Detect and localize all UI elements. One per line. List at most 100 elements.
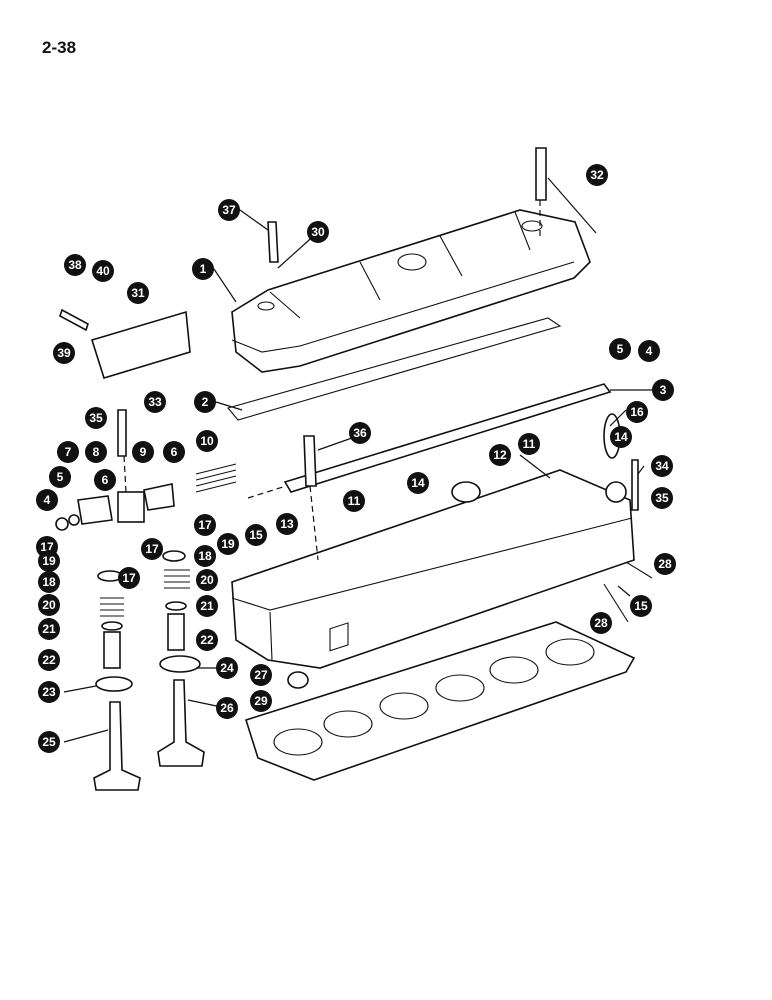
callout-2: 2	[194, 391, 216, 413]
callout-15: 15	[245, 524, 267, 546]
svg-text:17: 17	[122, 571, 136, 585]
svg-text:6: 6	[102, 473, 109, 487]
callout-19: 19	[217, 533, 239, 555]
dashed-lines	[123, 200, 541, 561]
callout-13: 13	[276, 513, 298, 535]
svg-text:16: 16	[630, 405, 644, 419]
head-gasket	[244, 621, 636, 781]
svg-text:5: 5	[57, 470, 64, 484]
callout-28: 28	[590, 612, 612, 634]
rocker-spring	[195, 463, 237, 493]
callout-6: 6	[163, 441, 185, 463]
callout-28: 28	[654, 553, 676, 575]
callout-5: 5	[609, 338, 631, 360]
svg-text:21: 21	[42, 622, 56, 636]
svg-text:11: 11	[523, 437, 536, 451]
svg-text:35: 35	[89, 411, 103, 425]
svg-text:15: 15	[634, 599, 648, 613]
callout-8: 8	[85, 441, 107, 463]
svg-text:22: 22	[42, 653, 56, 667]
callout-20: 20	[38, 594, 60, 616]
svg-text:14: 14	[614, 430, 628, 444]
callout-37: 37	[218, 199, 240, 221]
svg-text:7: 7	[65, 445, 72, 459]
svg-text:20: 20	[42, 598, 56, 612]
svg-text:35: 35	[655, 491, 669, 505]
cylinder-head	[231, 469, 635, 669]
svg-text:3: 3	[660, 383, 667, 397]
callout-22: 22	[38, 649, 60, 671]
svg-text:28: 28	[594, 616, 608, 630]
callout-30: 30	[307, 221, 329, 243]
rocker-shaft	[283, 383, 612, 493]
bolts	[59, 147, 653, 689]
callout-10: 10	[196, 430, 218, 452]
callouts: 1 2 3 4 4 5 5 6 6 7 8 9 10 11 11 12 13 1…	[36, 164, 676, 753]
svg-text:19: 19	[42, 554, 56, 568]
callout-31: 31	[127, 282, 149, 304]
svg-text:40: 40	[96, 264, 110, 278]
leader-lines	[63, 177, 652, 743]
callout-40: 40	[92, 260, 114, 282]
svg-text:36: 36	[353, 426, 367, 440]
callout-32: 32	[586, 164, 608, 186]
svg-text:34: 34	[655, 459, 669, 473]
svg-text:4: 4	[44, 493, 51, 507]
svg-text:17: 17	[198, 518, 212, 532]
page-number: 2-38	[42, 38, 77, 57]
svg-text:26: 26	[220, 701, 234, 715]
callout-29: 29	[250, 690, 272, 712]
svg-text:24: 24	[220, 661, 234, 675]
svg-text:23: 23	[42, 685, 56, 699]
callout-11: 11	[343, 490, 365, 512]
svg-text:22: 22	[200, 633, 214, 647]
callout-17: 17	[194, 514, 216, 536]
callout-14: 14	[610, 426, 632, 448]
svg-text:12: 12	[493, 448, 507, 462]
svg-text:31: 31	[131, 286, 145, 300]
callout-26: 26	[216, 697, 238, 719]
svg-text:30: 30	[311, 225, 325, 239]
callout-11: 11	[518, 433, 540, 455]
callout-6: 6	[94, 469, 116, 491]
svg-text:1: 1	[200, 262, 207, 276]
svg-text:21: 21	[200, 599, 214, 613]
callout-23: 23	[38, 681, 60, 703]
callout-39: 39	[53, 342, 75, 364]
callout-24: 24	[216, 657, 238, 679]
svg-text:4: 4	[646, 344, 653, 358]
callout-17: 17	[118, 567, 140, 589]
svg-text:18: 18	[42, 575, 56, 589]
callout-35: 35	[651, 487, 673, 509]
svg-text:9: 9	[140, 445, 147, 459]
exhaust-valve	[157, 679, 205, 767]
small-parts-left	[55, 483, 201, 692]
callout-25: 25	[38, 731, 60, 753]
callout-18: 18	[38, 571, 60, 593]
callout-7: 7	[57, 441, 79, 463]
callout-14: 14	[407, 472, 429, 494]
intake-valve	[93, 701, 141, 791]
callout-18: 18	[194, 545, 216, 567]
svg-text:28: 28	[658, 557, 672, 571]
callout-21: 21	[38, 618, 60, 640]
callout-19: 19	[38, 550, 60, 572]
svg-text:20: 20	[200, 573, 214, 587]
svg-text:32: 32	[590, 168, 604, 182]
svg-text:29: 29	[254, 694, 268, 708]
svg-text:18: 18	[198, 549, 212, 563]
valve-cover-gasket	[227, 317, 562, 421]
callout-5: 5	[49, 466, 71, 488]
callout-27: 27	[250, 664, 272, 686]
svg-text:10: 10	[200, 434, 214, 448]
svg-text:39: 39	[57, 346, 71, 360]
svg-text:5: 5	[617, 342, 624, 356]
callout-12: 12	[489, 444, 511, 466]
svg-text:15: 15	[249, 528, 263, 542]
callout-3: 3	[652, 379, 674, 401]
svg-text:19: 19	[221, 537, 235, 551]
svg-text:33: 33	[148, 395, 162, 409]
callout-4: 4	[36, 489, 58, 511]
side-plate	[90, 310, 191, 379]
